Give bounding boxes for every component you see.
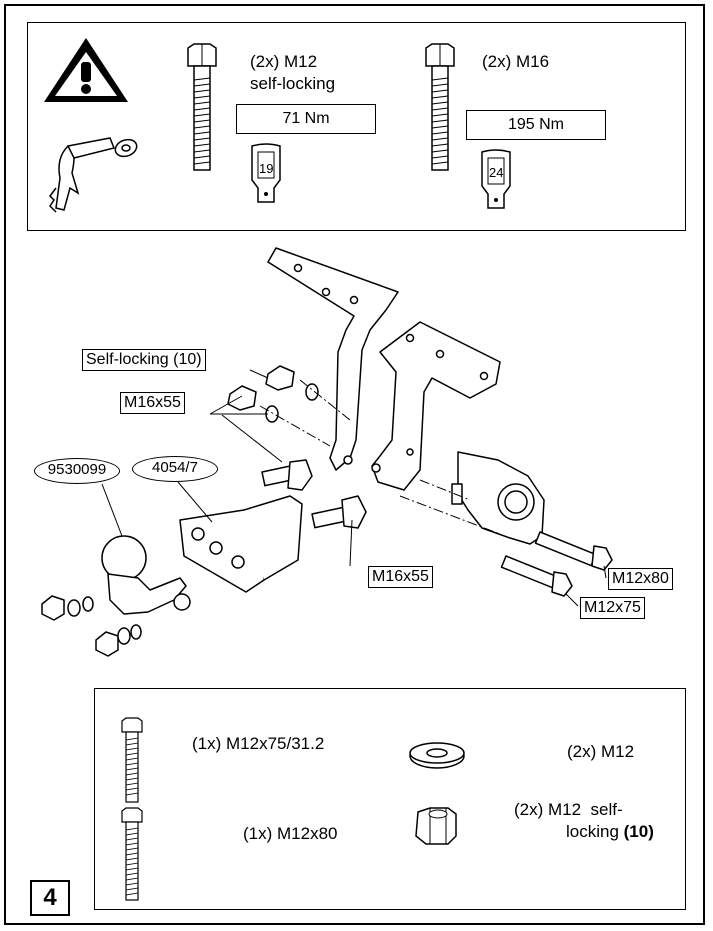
bolt-m16-icon [425, 43, 455, 171]
parts-item-nut-line1: (2x) M12 self- [514, 800, 623, 819]
bolt-a-label-line1: (2x) M12 [250, 52, 318, 71]
self-locking-nut-icon [415, 807, 457, 845]
callout-m12x75: M12x75 [580, 597, 645, 619]
left-bracket [267, 247, 399, 471]
parts-item-bolt-m12x80: (1x) M12x80 [243, 824, 338, 843]
callout-m12x80: M12x80 [608, 568, 673, 590]
parts-item-washer-m12: (2x) M12 [567, 742, 635, 761]
callout-m16x55-lower: M16x55 [368, 566, 433, 588]
socket-19-icon [251, 143, 281, 203]
bolt-a-label-line2: self-locking [250, 74, 336, 93]
tools-torque-panel [27, 22, 686, 231]
page-frame [4, 4, 705, 925]
towbar-assembly-drawing [41, 247, 613, 657]
warning-triangle-icon [44, 38, 128, 102]
bolt-m12-icon [187, 43, 217, 171]
socket-a-size: 19 [259, 161, 274, 176]
parts-item-nut-line2-text: locking [566, 822, 624, 841]
bolt-a-torque: 71 Nm [236, 104, 376, 134]
torque-wrench-icon [49, 137, 138, 213]
callout-part-4054-7: 4054/7 [132, 456, 218, 482]
parts-item-nut-line2: locking (10) [566, 822, 654, 842]
bolt-m12x75-icon [121, 717, 143, 803]
bolt-m12x80-icon [121, 807, 143, 901]
socket-b-size: 24 [489, 165, 504, 180]
socket-24-icon [481, 149, 511, 209]
bolt-b-label: (2x) M16 [482, 52, 550, 71]
callout-self-locking: Self-locking (10) [82, 349, 206, 371]
callout-m16x55-upper: M16x55 [120, 392, 185, 414]
right-bracket [371, 321, 501, 491]
step-number: 4 [30, 880, 70, 916]
washer-icon [409, 742, 465, 769]
parts-list-panel [94, 688, 686, 910]
bolt-b-torque: 195 Nm [466, 110, 606, 140]
callout-part-9530099: 9530099 [34, 458, 120, 484]
parts-item-nut-ref: (10) [623, 822, 654, 841]
parts-item-bolt-m12x75: (1x) M12x75/31.2 [192, 734, 325, 753]
